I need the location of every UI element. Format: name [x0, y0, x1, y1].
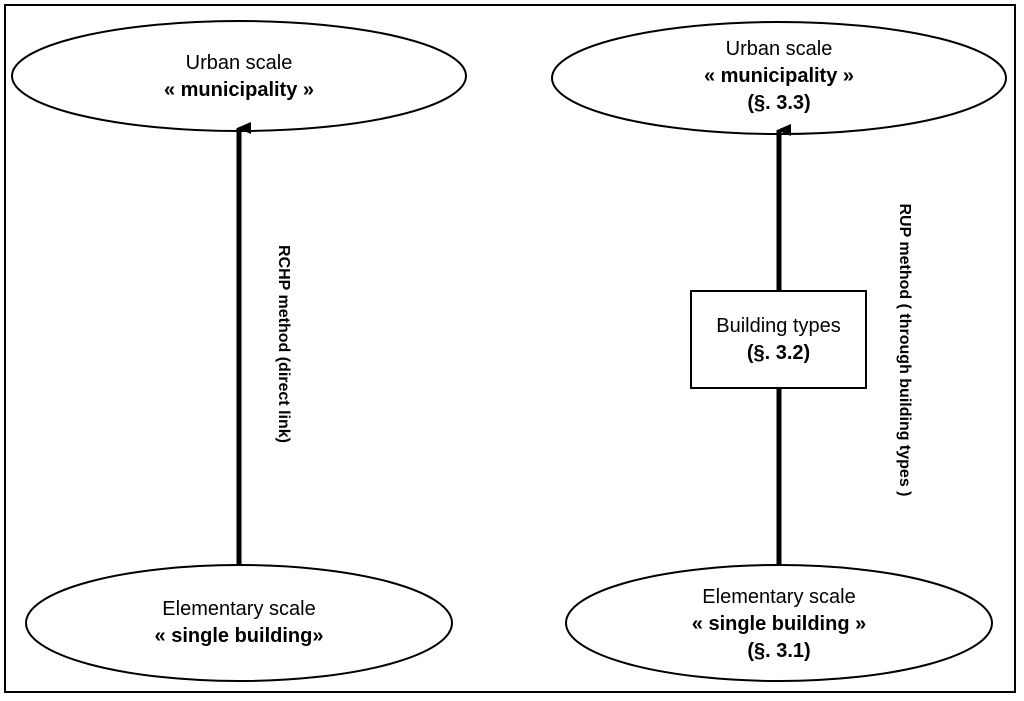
left-top-node-line1: Urban scale — [185, 52, 293, 74]
middle-node-line1: Building types — [716, 315, 841, 337]
right-top-node-line2: « municipality » — [703, 65, 855, 87]
building-types-box — [690, 290, 867, 389]
left-edge-label: RCHP method (direct link) — [275, 245, 292, 443]
middle-node-line2: (§. 3.2) — [746, 342, 811, 364]
right-bottom-node-line3: (§. 3.1) — [747, 640, 811, 662]
right-bottom-node-text: Elementary scale « single building » (§.… — [599, 584, 959, 665]
right-top-node-line3: (§. 3.3) — [747, 92, 811, 114]
diagram-frame — [4, 4, 1016, 693]
right-top-node-text: Urban scale « municipality » (§. 3.3) — [599, 36, 959, 117]
right-bottom-node-line1: Elementary scale — [702, 586, 856, 608]
left-bottom-node-line2: « single building» — [154, 625, 324, 647]
right-bottom-node-line2: « single building » — [691, 613, 867, 635]
left-top-node-line2: « municipality » — [163, 79, 315, 101]
building-types-box-text: Building types (§. 3.2) — [691, 313, 866, 367]
left-bottom-node-text: Elementary scale « single building» — [59, 596, 419, 650]
right-edge-label: RUP method ( through building types ) — [896, 203, 913, 497]
right-top-node-line1: Urban scale — [725, 38, 833, 60]
left-top-node-text: Urban scale « municipality » — [59, 50, 419, 104]
left-bottom-node-line1: Elementary scale — [162, 598, 316, 620]
